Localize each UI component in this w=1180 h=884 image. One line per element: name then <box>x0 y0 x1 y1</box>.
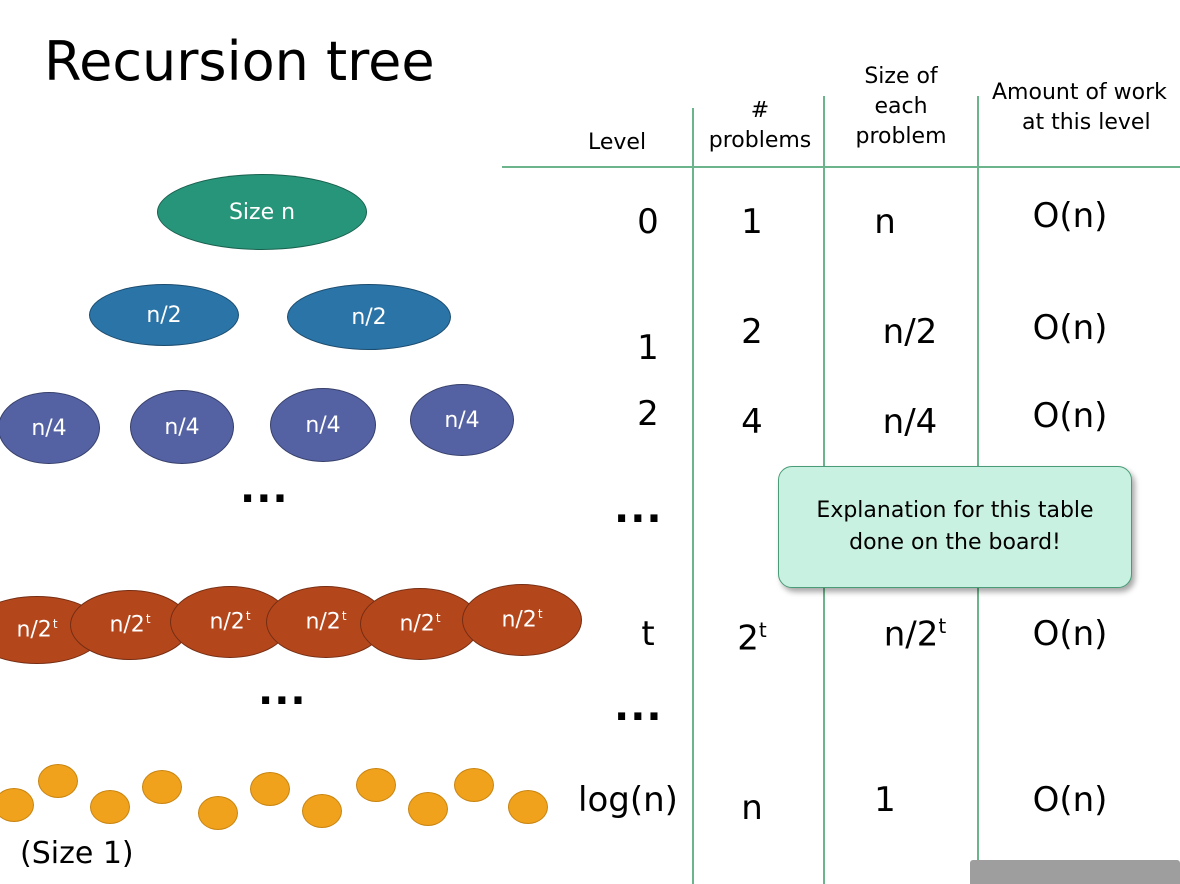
tree-node-root: Size n <box>157 174 367 250</box>
tree-node-levelt: n/2t <box>462 584 582 656</box>
tree-leaf <box>508 790 548 824</box>
cell-size: n/4 <box>882 402 938 442</box>
cell-work: O(n) <box>1032 614 1108 654</box>
tree-node-label: n/2 <box>146 302 182 328</box>
table-column-divider <box>692 108 694 884</box>
cell-level: log(n) <box>578 780 678 820</box>
tree-node-label: n/2t <box>399 611 441 637</box>
tree-node-level2: n/4 <box>0 392 100 464</box>
tree-node-label: n/2t <box>209 609 251 635</box>
tree-node-label: n/2 <box>351 304 387 330</box>
header-work: Amount of work at this level <box>992 80 1167 135</box>
leaf-caption: (Size 1) <box>20 836 134 871</box>
cell-work: O(n) <box>1032 780 1108 820</box>
tree-node-level2: n/4 <box>270 388 376 462</box>
cell-problems: 4 <box>741 402 763 442</box>
tree-node-label: n/2t <box>16 617 58 643</box>
tree-leaf <box>408 792 448 826</box>
tree-leaf <box>454 768 494 802</box>
tree-leaf <box>90 790 130 824</box>
explanation-callout: Explanation for this table done on the b… <box>778 466 1132 588</box>
cell-level: 0 <box>637 202 659 242</box>
header-problems: # problems <box>708 98 812 153</box>
cell-problems: 1 <box>741 202 763 242</box>
cell-problems: 2 <box>741 312 763 352</box>
cell-size: 1 <box>874 780 896 820</box>
tree-node-label: n/4 <box>305 412 341 438</box>
cell-problems: n <box>741 788 763 828</box>
tree-node-label: n/4 <box>444 407 480 433</box>
tree-node-label: n/2t <box>305 609 347 635</box>
tree-node-level2: n/4 <box>410 384 514 456</box>
tree-node-level1: n/2 <box>89 284 239 346</box>
cell-level-ellipsis: ... <box>614 684 663 730</box>
tree-ellipsis: ... <box>240 466 289 512</box>
tree-node-label: n/4 <box>164 414 200 440</box>
tree-leaf <box>356 768 396 802</box>
tree-leaf <box>198 796 238 830</box>
cell-level: t <box>641 614 655 654</box>
tree-ellipsis: ... <box>258 668 307 714</box>
tree-leaf <box>0 788 34 822</box>
cell-problems: 2t <box>737 618 767 659</box>
tree-node-level1: n/2 <box>287 284 451 350</box>
tree-node-label: Size n <box>228 199 296 225</box>
tree-node-label: n/2t <box>501 607 543 633</box>
table-header-rule <box>502 166 1180 168</box>
tree-leaf <box>302 794 342 828</box>
tree-leaf <box>142 770 182 804</box>
cell-work: O(n) <box>1032 396 1108 436</box>
cell-level: 2 <box>637 394 659 434</box>
cell-work: O(n) <box>1032 196 1108 236</box>
tree-node-label: n/2t <box>109 612 151 638</box>
tree-leaf <box>250 772 290 806</box>
header-size: Size of each problem <box>855 64 947 149</box>
corner-panel <box>970 860 1180 884</box>
cell-work: O(n) <box>1032 308 1108 348</box>
cell-size: n/2 <box>882 312 938 352</box>
cell-size: n <box>874 202 896 242</box>
tree-node-levelt: n/2t <box>360 588 480 660</box>
callout-line: Explanation for this table <box>816 498 1094 523</box>
cell-level-ellipsis: ... <box>614 486 663 532</box>
callout-line: done on the board! <box>849 530 1061 555</box>
cell-size: n/2t <box>883 614 947 655</box>
header-level: Level <box>588 130 647 155</box>
page-title: Recursion tree <box>44 30 435 93</box>
cell-level: 1 <box>637 328 659 368</box>
tree-node-label: n/4 <box>31 415 67 441</box>
tree-leaf <box>38 764 78 798</box>
tree-node-level2: n/4 <box>130 390 234 464</box>
